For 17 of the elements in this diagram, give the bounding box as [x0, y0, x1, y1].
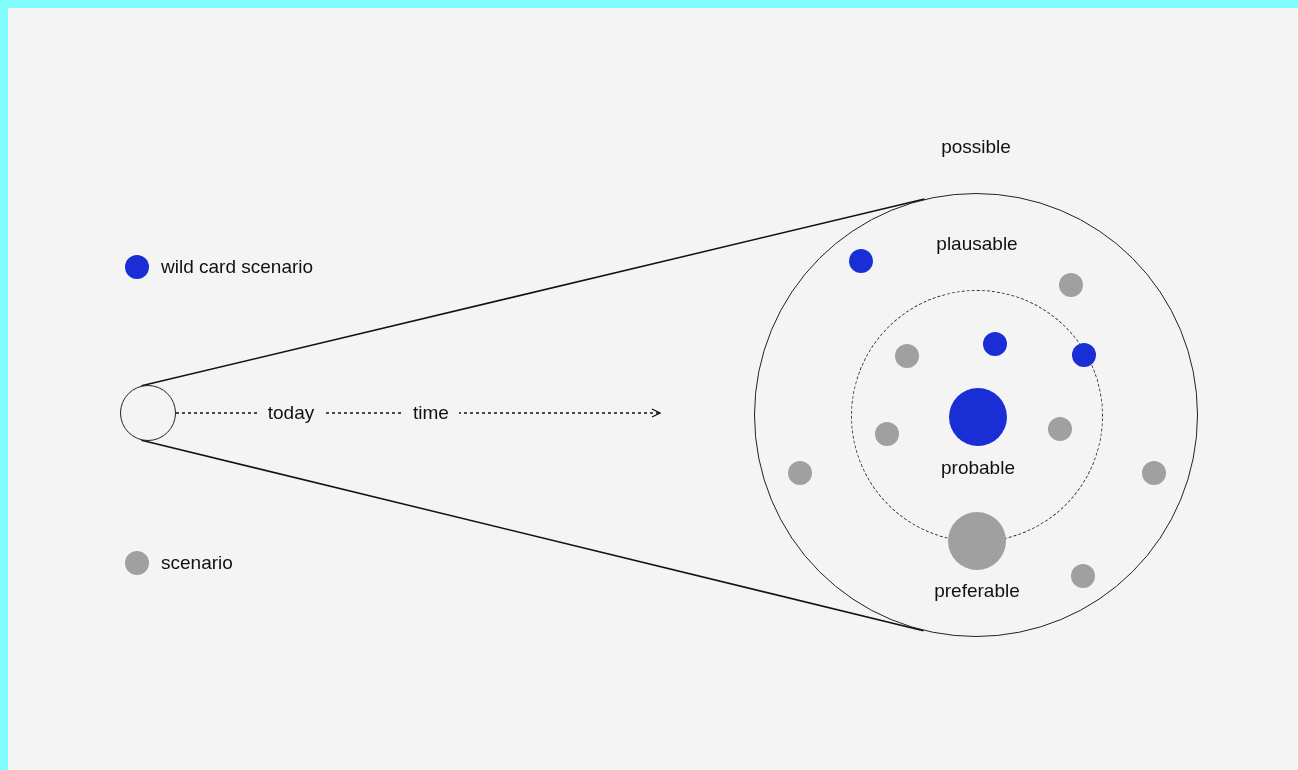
wild-card-dot	[949, 388, 1007, 446]
legend-label: wild card scenario	[161, 256, 314, 278]
scenario-dot	[895, 344, 919, 368]
scenario-dot	[1071, 564, 1095, 588]
scenario-dot	[1142, 461, 1166, 485]
scenario-dot	[875, 422, 899, 446]
wild-card-dot	[1072, 343, 1096, 367]
scenario-dot	[1059, 273, 1083, 297]
scenario-dot	[788, 461, 812, 485]
zone-label: probable	[941, 457, 1015, 479]
zone-label: possible	[941, 136, 1011, 158]
scenario-dot	[1048, 417, 1072, 441]
dot-caption: preferable	[934, 580, 1020, 602]
wild-card-dot	[849, 249, 873, 273]
legend-label: scenario	[161, 552, 233, 574]
zone-label: plausable	[936, 233, 1018, 255]
wild-card-dot	[983, 332, 1007, 356]
